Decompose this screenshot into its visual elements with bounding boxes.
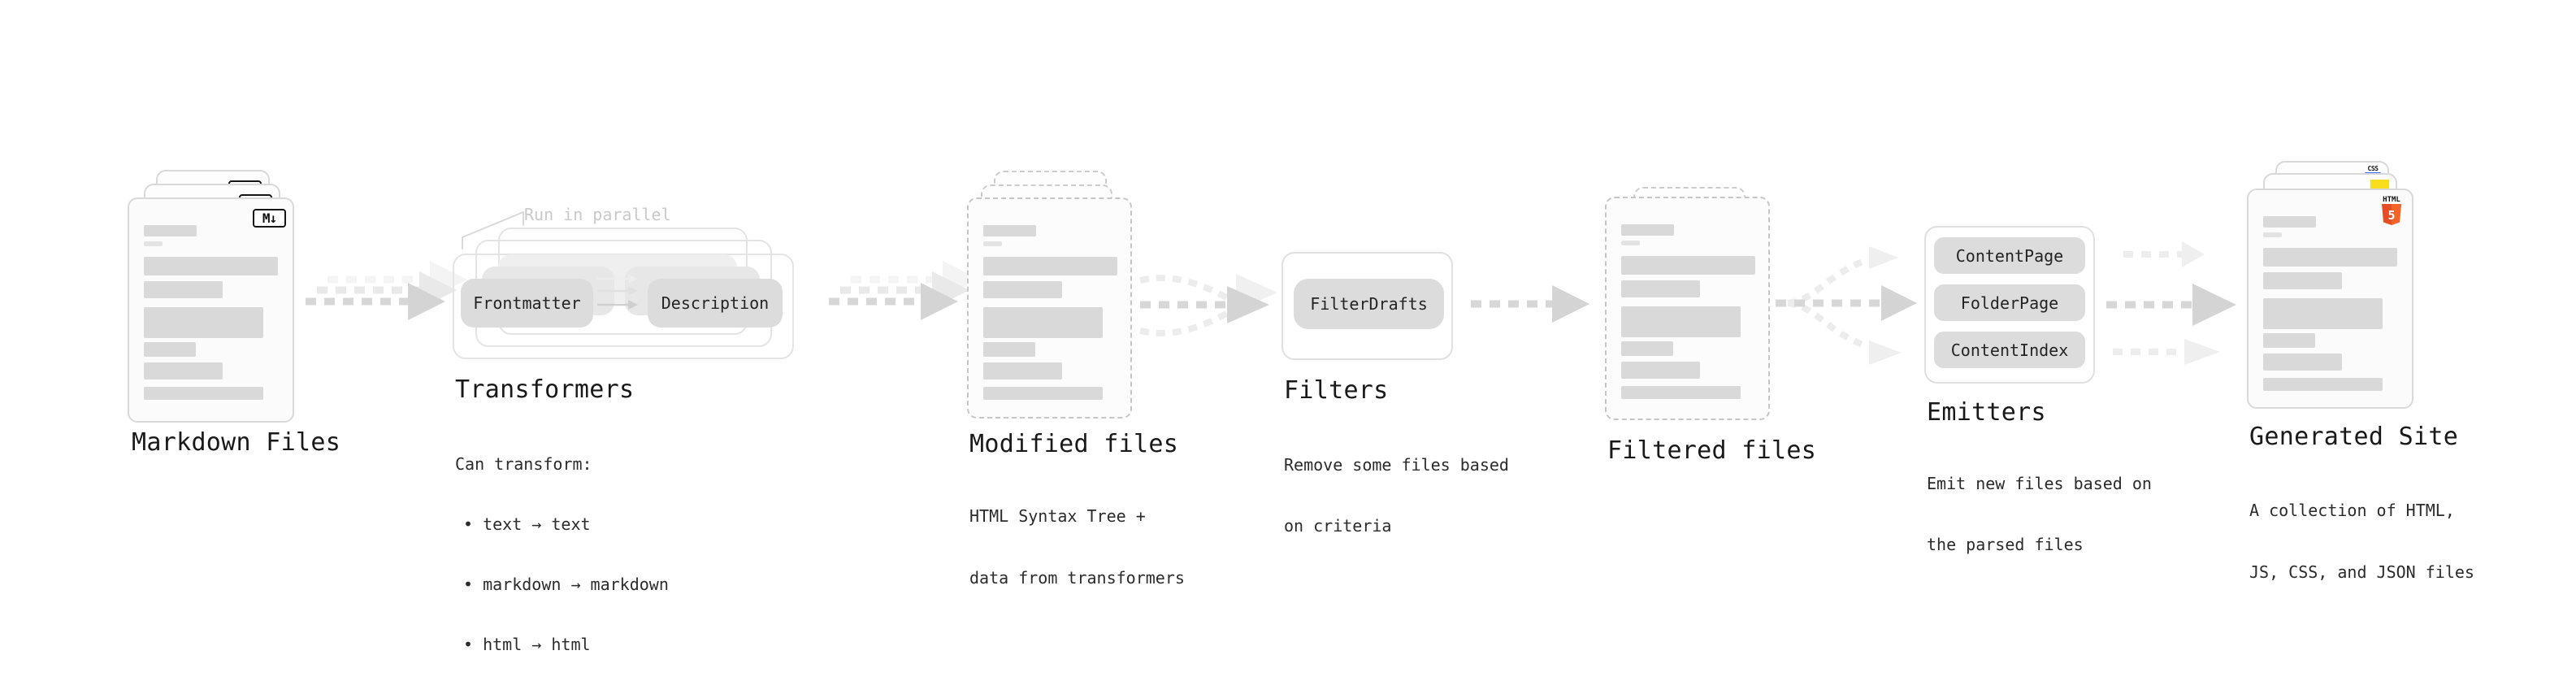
content-bar [983, 307, 1103, 338]
content-bar [144, 387, 263, 400]
section-markdown-files: M↓ M↓ M↓ Markdown Files [128, 170, 371, 519]
bullet-item: • text → text [463, 514, 591, 534]
content-bar [144, 257, 278, 275]
content-bar [983, 362, 1062, 380]
document-content-placeholder [983, 225, 1117, 400]
content-bar [1621, 341, 1673, 356]
generated-site-title: Generated Site [2249, 423, 2459, 451]
flow-arrow-emitters-to-site [2106, 241, 2236, 365]
content-bar [144, 307, 263, 338]
description-line: Remove some files based [1284, 455, 1509, 475]
bullet-item: • html → html [463, 635, 591, 654]
filtered-files-title: Filtered files [1607, 436, 1817, 465]
document-content-placeholder [2263, 216, 2397, 391]
flow-arrow-transformers-to-modified [829, 261, 980, 320]
description-chip: Description [648, 279, 783, 327]
content-bar [144, 362, 223, 380]
filterdrafts-chip: FilterDrafts [1294, 279, 1444, 329]
description-line: A collection of HTML, [2249, 501, 2455, 520]
folderpage-chip: FolderPage [1934, 284, 2085, 321]
generated-site-description: A collection of HTML, JS, CSS, and JSON … [2249, 460, 2474, 622]
modified-files-title: Modified files [969, 430, 1179, 458]
content-bar [983, 387, 1103, 400]
content-bar [2263, 232, 2282, 237]
document-content-placeholder [144, 225, 278, 400]
description-line: Can transform: [455, 454, 592, 474]
content-bar [2263, 354, 2342, 371]
markdown-badge-icon: M↓ [253, 209, 286, 228]
content-bar [983, 225, 1036, 236]
description-line: JS, CSS, and JSON files [2249, 562, 2474, 582]
content-bar [2263, 272, 2342, 289]
bullet-item: • markdown → markdown [463, 575, 669, 594]
content-bar [983, 257, 1117, 275]
content-bar [2263, 333, 2315, 348]
section-filtered-files: Filtered files [1605, 187, 1849, 496]
callout-line [462, 211, 524, 249]
content-bar [2263, 216, 2316, 228]
content-bar [2263, 378, 2383, 391]
frontmatter-chip: Frontmatter [461, 279, 593, 327]
markdown-files-title: Markdown Files [132, 428, 341, 457]
emitters-description: Emit new files based on the parsed files [1927, 434, 2152, 595]
section-modified-files: Modified files HTML Syntax Tree + data f… [967, 170, 1211, 588]
content-bar [1621, 280, 1700, 297]
section-generated-site: CSS HTML 5 Gen [2247, 161, 2515, 582]
flow-arrow-filters-to-filtered [1471, 285, 1589, 323]
flow-arrow-modified-to-filters [1139, 274, 1277, 336]
section-filters: FilterDrafts Filters Remove some files b… [1281, 252, 1525, 536]
content-bar [1621, 224, 1674, 236]
content-bar [983, 342, 1035, 357]
filters-title: Filters [1284, 376, 1389, 405]
content-bar [144, 225, 197, 236]
content-bar [983, 241, 1002, 246]
modified-files-description: HTML Syntax Tree + data from transformer… [969, 466, 1185, 628]
content-bar [2263, 298, 2383, 329]
content-bar [983, 281, 1062, 298]
content-bar [1621, 362, 1700, 379]
filters-description: Remove some files based on criteria [1284, 415, 1509, 576]
site-file-card-front: HTML 5 [2247, 189, 2413, 409]
content-bar [1621, 386, 1741, 399]
section-transformers: Run in parallel Frontmatter Description … [453, 203, 835, 654]
content-bar [144, 241, 163, 246]
description-line: on criteria [1284, 516, 1392, 536]
transformers-title: Transformers [455, 375, 635, 404]
parallel-mini-arrows [597, 274, 638, 310]
content-bar [1621, 306, 1741, 337]
flow-arrow-filtered-to-emitters [1776, 246, 1917, 365]
content-bar [1621, 241, 1640, 245]
filtered-file-card-front [1605, 197, 1770, 420]
emitters-title: Emitters [1927, 398, 2046, 427]
description-line: the parsed files [1927, 535, 2084, 554]
contentpage-chip: ContentPage [1934, 237, 2085, 274]
document-content-placeholder [1621, 224, 1755, 399]
section-emitters: ContentPage FolderPage ContentIndex Emit… [1924, 226, 2184, 554]
js-icon [2370, 180, 2389, 189]
svg-text:5: 5 [2387, 208, 2395, 223]
transformers-description: Can transform: • text → text • markdown … [455, 414, 669, 681]
content-bar [144, 342, 196, 357]
run-in-parallel-note: Run in parallel [524, 205, 671, 224]
html5-icon: HTML 5 [2382, 196, 2401, 225]
description-line: Emit new files based on [1927, 474, 2152, 493]
contentindex-chip: ContentIndex [1934, 332, 2085, 368]
modified-file-card-front [967, 197, 1132, 419]
markdown-file-card-front: M↓ [128, 197, 294, 423]
content-bar [2263, 248, 2397, 267]
description-line: HTML Syntax Tree + [969, 506, 1146, 526]
description-line: data from transformers [969, 568, 1185, 588]
flow-arrow-markdown-to-transformers [306, 261, 467, 320]
svg-text:HTML: HTML [2383, 196, 2400, 204]
content-bar [1621, 256, 1755, 275]
content-bar [144, 281, 223, 298]
